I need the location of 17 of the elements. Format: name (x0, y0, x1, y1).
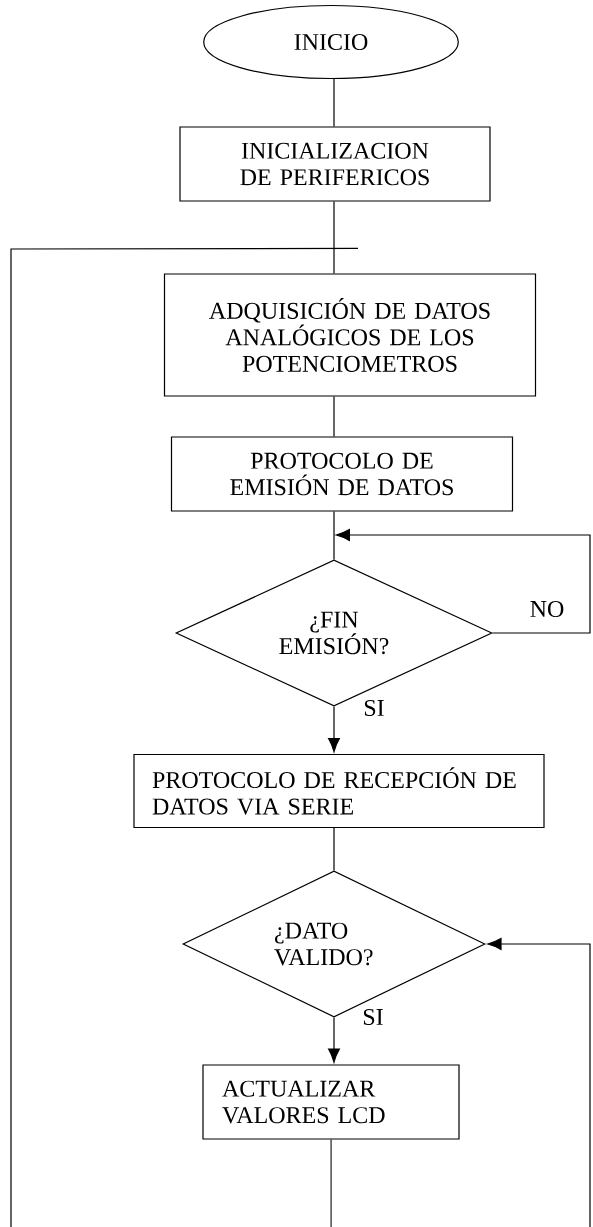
arrow (328, 706, 340, 753)
arrow (328, 1017, 340, 1063)
connector-line (333, 396, 335, 437)
process-box: ACTUALIZAR VALORES LCD (202, 1064, 460, 1140)
connector-line (333, 511, 335, 560)
connector-line (333, 201, 335, 274)
connector-line (330, 1139, 332, 1227)
arrow (335, 529, 591, 634)
connector-line (333, 78, 335, 127)
connector-line (333, 827, 335, 871)
process-box: ADQUISICIÓN DE DATOS ANALÓGICOS DE LOS POTENCIOMETROS (163, 273, 537, 397)
arrow (487, 938, 591, 1227)
edge-label: NO (528, 599, 566, 619)
connector-line (10, 247, 359, 1227)
process-box: INICIALIZACION DE PERIFERICOS (179, 126, 491, 202)
process-box: PROTOCOLO DE EMISIÓN DE DATOS (170, 436, 514, 512)
process-box: PROTOCOLO DE RECEPCIÓN DE DATOS VIA SERIE (133, 753, 545, 829)
